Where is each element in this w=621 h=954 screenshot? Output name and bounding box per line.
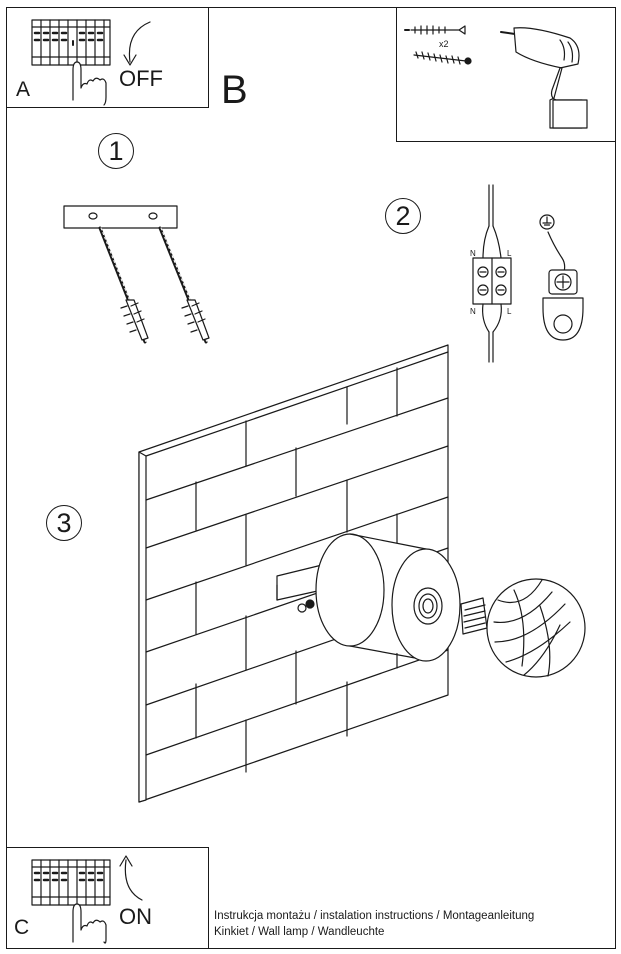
curved-arrow-up-icon [119, 855, 143, 901]
mounting-plate-icon [63, 205, 178, 229]
screw-icon [413, 51, 472, 65]
hand-icon [72, 40, 107, 106]
footer-subtitle: Kinkiet / Wall lamp / Wandleuchte [214, 926, 385, 938]
power-on-label: ON [119, 904, 152, 929]
step-2-marker: 2 [385, 198, 421, 234]
wall-plug-icon [404, 25, 466, 35]
light-bulb-icon [460, 578, 586, 678]
tools-panel [396, 7, 616, 142]
panel-c [6, 847, 209, 949]
footer-title: Instrukcja montażu / instalation instruc… [214, 910, 535, 922]
step-1-marker: 1 [98, 133, 134, 169]
panel-c-letter: C [14, 916, 30, 939]
circuit-breaker-icon [31, 859, 111, 906]
terminal-block-icon [472, 184, 512, 363]
panel-b-letter: B [221, 68, 248, 112]
instruction-sheet-border [6, 7, 616, 949]
ground-symbol-icon [539, 214, 555, 230]
step-3-marker: 3 [46, 505, 82, 541]
ground-terminal-icon [542, 231, 584, 341]
live-label-bottom: L [507, 307, 512, 316]
live-label-top: L [507, 249, 512, 258]
hand-icon [72, 903, 107, 944]
circuit-breaker-icon [31, 19, 111, 66]
plug-quantity-label: x2 [439, 39, 449, 49]
curved-arrow-down-icon [123, 21, 151, 66]
panel-a-letter: A [16, 78, 31, 101]
wall-plug-icon [98, 226, 210, 344]
panel-a [6, 7, 209, 108]
neutral-label-bottom: N [470, 307, 476, 316]
wall-lamp-icon [315, 533, 461, 662]
power-off-label: OFF [119, 66, 163, 91]
drill-icon [500, 27, 588, 129]
neutral-label-top: N [470, 249, 476, 258]
